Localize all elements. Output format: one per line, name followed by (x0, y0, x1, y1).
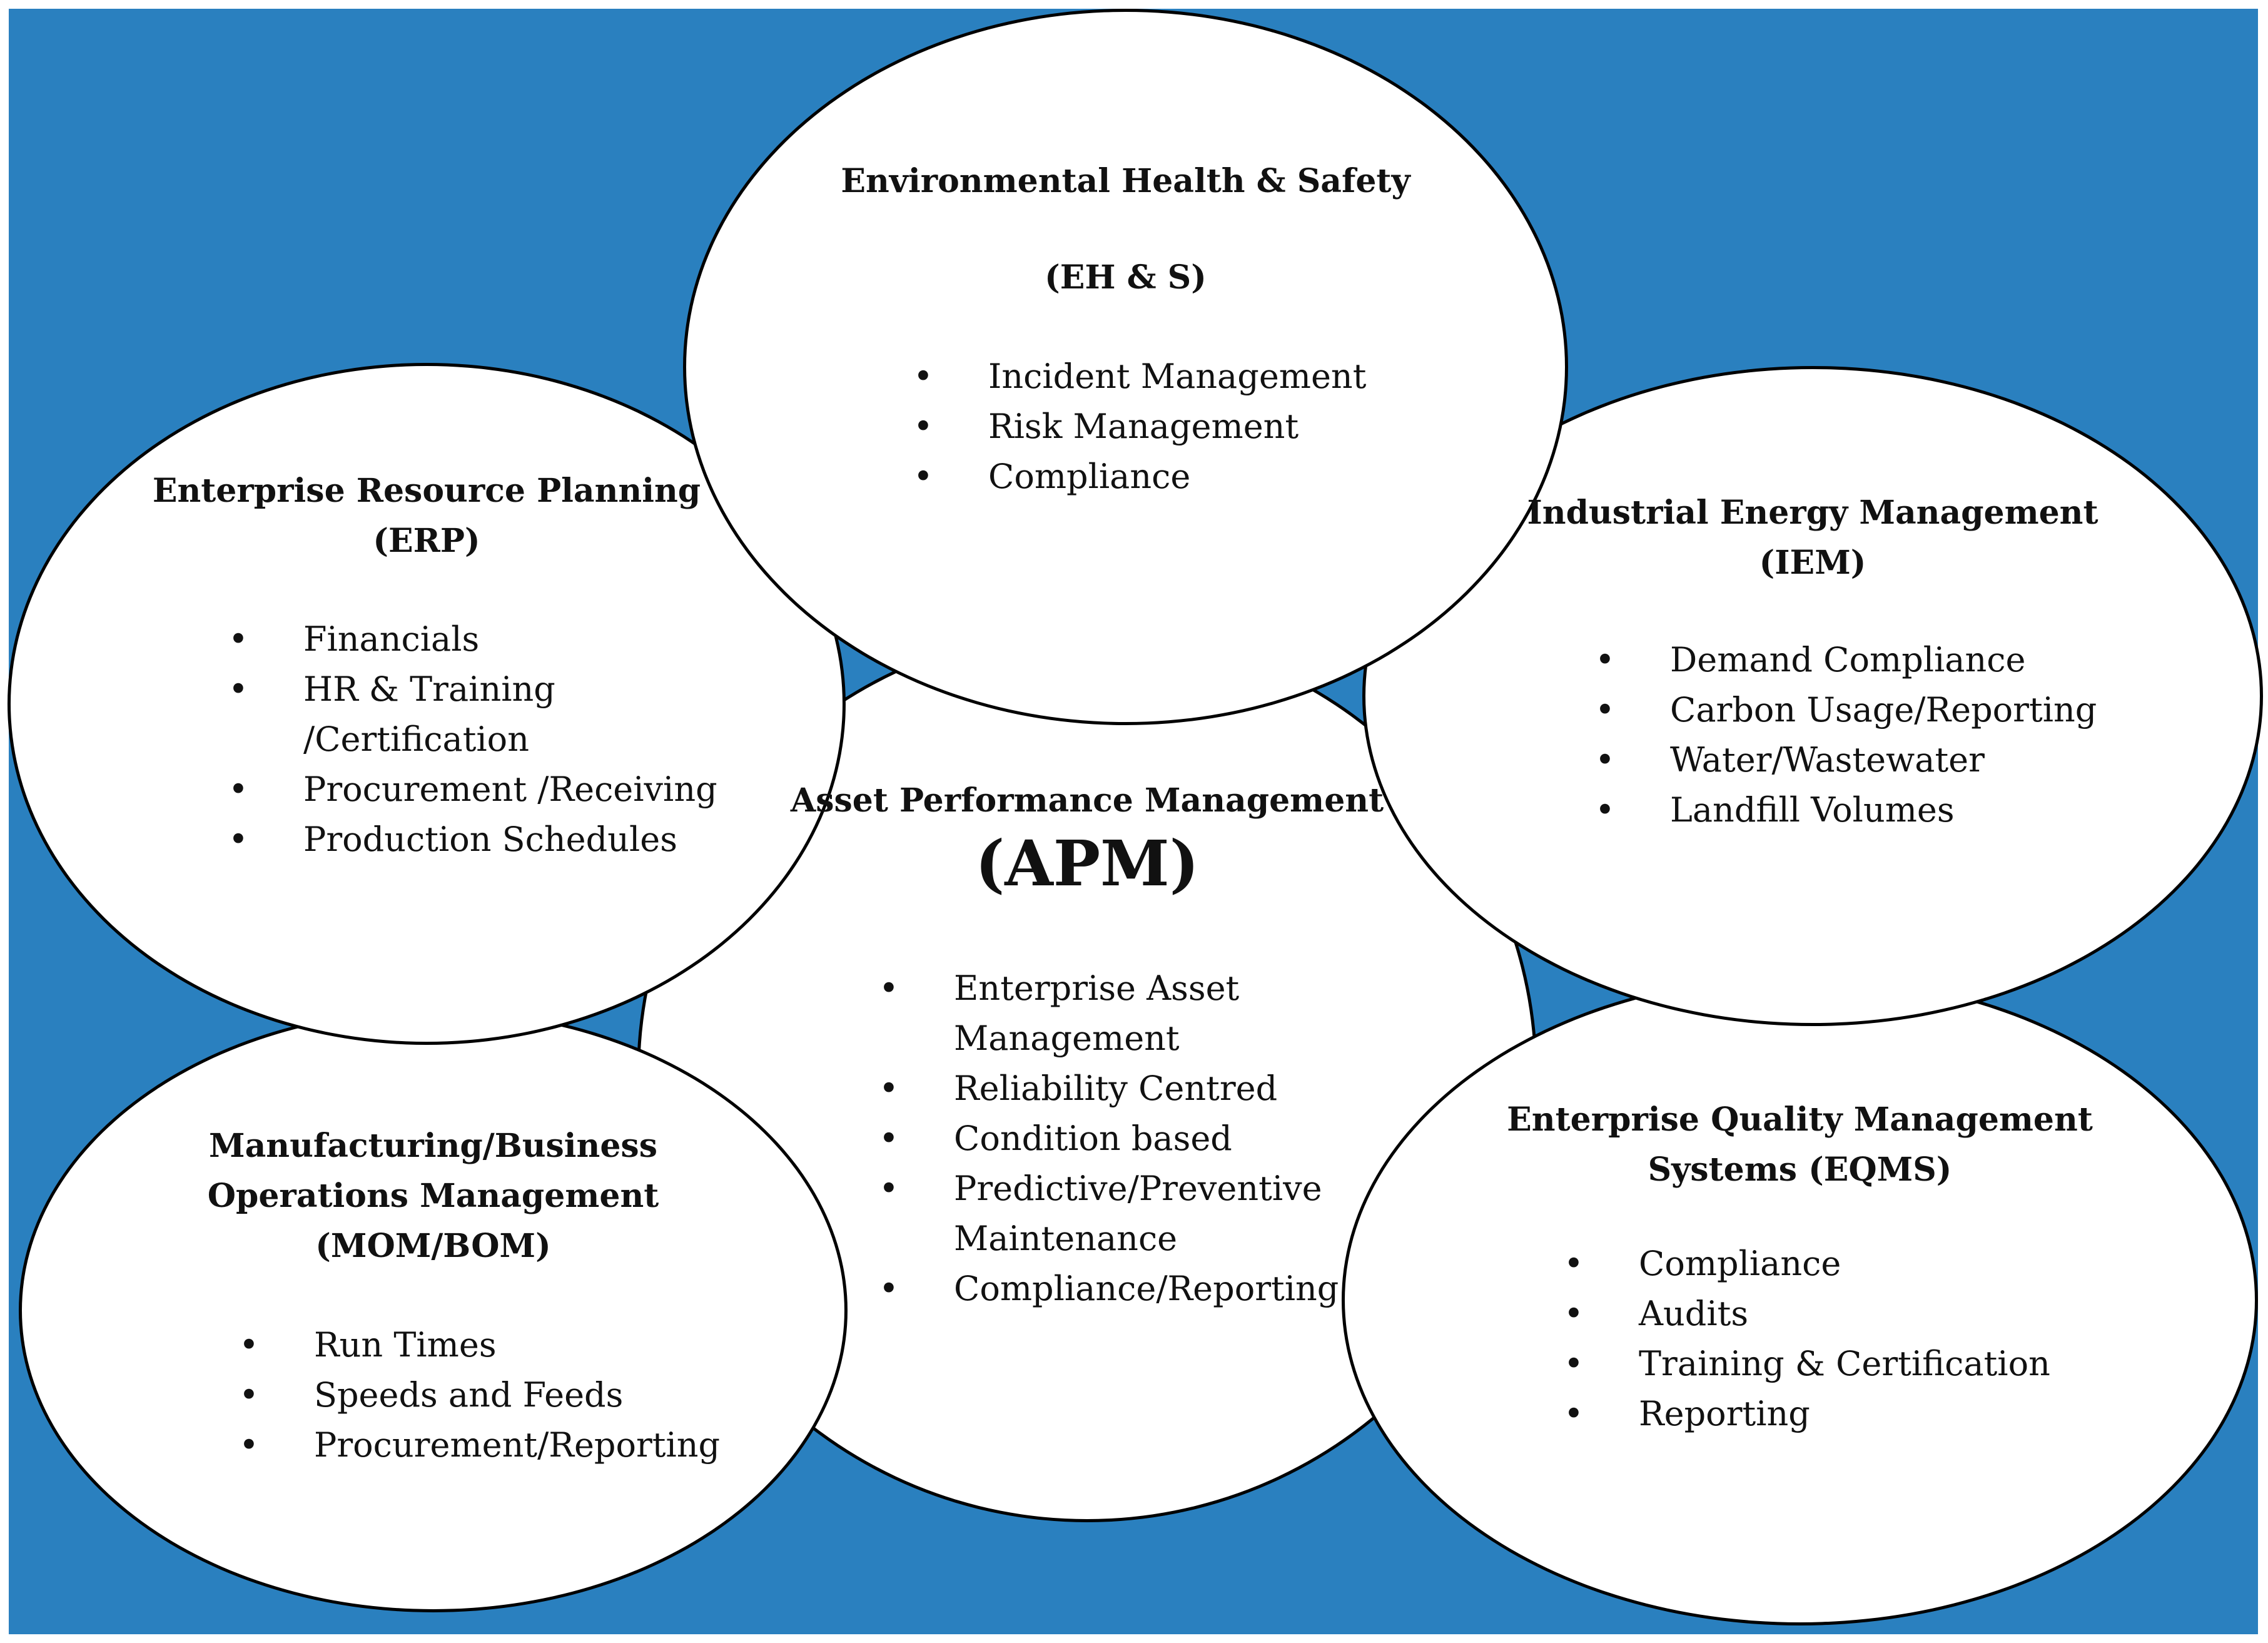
list-item: •Speeds and Feeds (239, 1370, 720, 1420)
list-item: •Run Times (239, 1320, 720, 1370)
bullet: • (1595, 740, 1615, 780)
bullet: • (879, 1169, 899, 1208)
bullet: • (913, 357, 933, 396)
list-item: •Enterprise Asset (879, 964, 1339, 1014)
list-item: •Water/Wastewater (1595, 735, 2097, 785)
bullet: • (1595, 790, 1615, 830)
mom-list: •Run Times •Speeds and Feeds •Procuremen… (239, 1320, 720, 1470)
bullet: • (913, 407, 933, 446)
bullet: • (228, 669, 248, 709)
mom-title-line2: Operations Management (207, 1177, 659, 1215)
list-item: •Landfill Volumes (1595, 785, 2097, 835)
list-item: •Carbon Usage/Reporting (1595, 685, 2097, 735)
bullet: • (228, 770, 248, 809)
list-item: •Financials (228, 614, 717, 664)
mom-abbr: (MOM/BOM) (315, 1227, 551, 1265)
list-item: •Predictive/Preventive (879, 1164, 1339, 1214)
ehs-list: •Incident Management •Risk Management •C… (913, 352, 1366, 502)
list-item: •Procurement/Reporting (239, 1420, 720, 1470)
bullet: • (239, 1375, 259, 1415)
ehs-ellipse (683, 9, 1568, 725)
list-item: •Risk Management (913, 402, 1366, 452)
list-item: •Compliance (913, 452, 1366, 502)
apm-title: Asset Performance Management (790, 781, 1384, 820)
list-item: •Demand Compliance (1595, 635, 2097, 685)
mom-node: Manufacturing/Business Operations Manage… (19, 1121, 848, 1271)
bullet: • (913, 457, 933, 496)
list-item: •HR & Training (228, 664, 717, 715)
list-item: •Compliance/Reporting (879, 1264, 1339, 1314)
bullet: • (1595, 640, 1615, 679)
erp-list: •Financials •HR & Training /Certificatio… (228, 614, 717, 865)
list-item: •Audits (1564, 1289, 2050, 1339)
iem-list: •Demand Compliance •Carbon Usage/Reporti… (1595, 635, 2097, 835)
list-item: •Procurement /Receiving (228, 765, 717, 815)
ehs-title: Environmental Health & Safety (841, 162, 1410, 200)
bullet: • (879, 1119, 899, 1158)
bullet: • (1564, 1344, 1584, 1383)
bullet: • (879, 1269, 899, 1308)
bullet: • (1595, 690, 1615, 730)
list-item-continuation: Management (954, 1019, 1180, 1058)
eqms-list: •Compliance •Audits •Training & Certific… (1564, 1239, 2050, 1439)
bullet: • (879, 969, 899, 1008)
eqms-title-line1: Enterprise Quality Management (1507, 1101, 2093, 1139)
bullet: • (239, 1425, 259, 1465)
bullet: • (228, 820, 248, 859)
list-item-continuation: Maintenance (954, 1219, 1178, 1258)
erp-abbr: (ERP) (373, 522, 480, 560)
list-item: •Condition based (879, 1114, 1339, 1164)
bullet: • (1564, 1294, 1584, 1333)
list-item: •Reporting (1564, 1389, 2050, 1439)
bullet: • (1564, 1394, 1584, 1433)
apm-list: •Enterprise Asset Management •Reliabilit… (879, 964, 1339, 1314)
erp-title: Enterprise Resource Planning (152, 472, 701, 510)
iem-title: Industrial Energy Management (1527, 494, 2098, 532)
eqms-node: Enterprise Quality Management Systems (E… (1342, 1095, 2258, 1195)
list-item: •Compliance (1564, 1239, 2050, 1289)
eqms-ellipse (1342, 975, 2258, 1625)
list-item-continuation: /Certification (303, 720, 529, 759)
bullet: • (1564, 1244, 1584, 1283)
mom-title-line1: Manufacturing/Business (209, 1127, 657, 1165)
eqms-title-line2: Systems (EQMS) (1648, 1151, 1952, 1189)
bullet: • (879, 1069, 899, 1108)
list-item: •Training & Certification (1564, 1339, 2050, 1389)
iem-abbr: (IEM) (1759, 544, 1866, 582)
apm-abbr: (APM) (975, 827, 1200, 900)
list-item: •Incident Management (913, 352, 1366, 402)
mom-ellipse (19, 1009, 848, 1612)
iem-node: Industrial Energy Management (IEM) (1362, 488, 2263, 588)
list-item: •Production Schedules (228, 815, 717, 865)
ehs-node: Environmental Health & Safety (EH & S) (683, 156, 1568, 303)
erp-node: Enterprise Resource Planning (ERP) (8, 466, 846, 566)
list-item: •Reliability Centred (879, 1064, 1339, 1114)
apm-node: Asset Performance Management (APM) (637, 776, 1537, 901)
bullet: • (228, 619, 248, 659)
ehs-abbr: (EH & S) (1045, 258, 1207, 297)
bullet: • (239, 1325, 259, 1365)
